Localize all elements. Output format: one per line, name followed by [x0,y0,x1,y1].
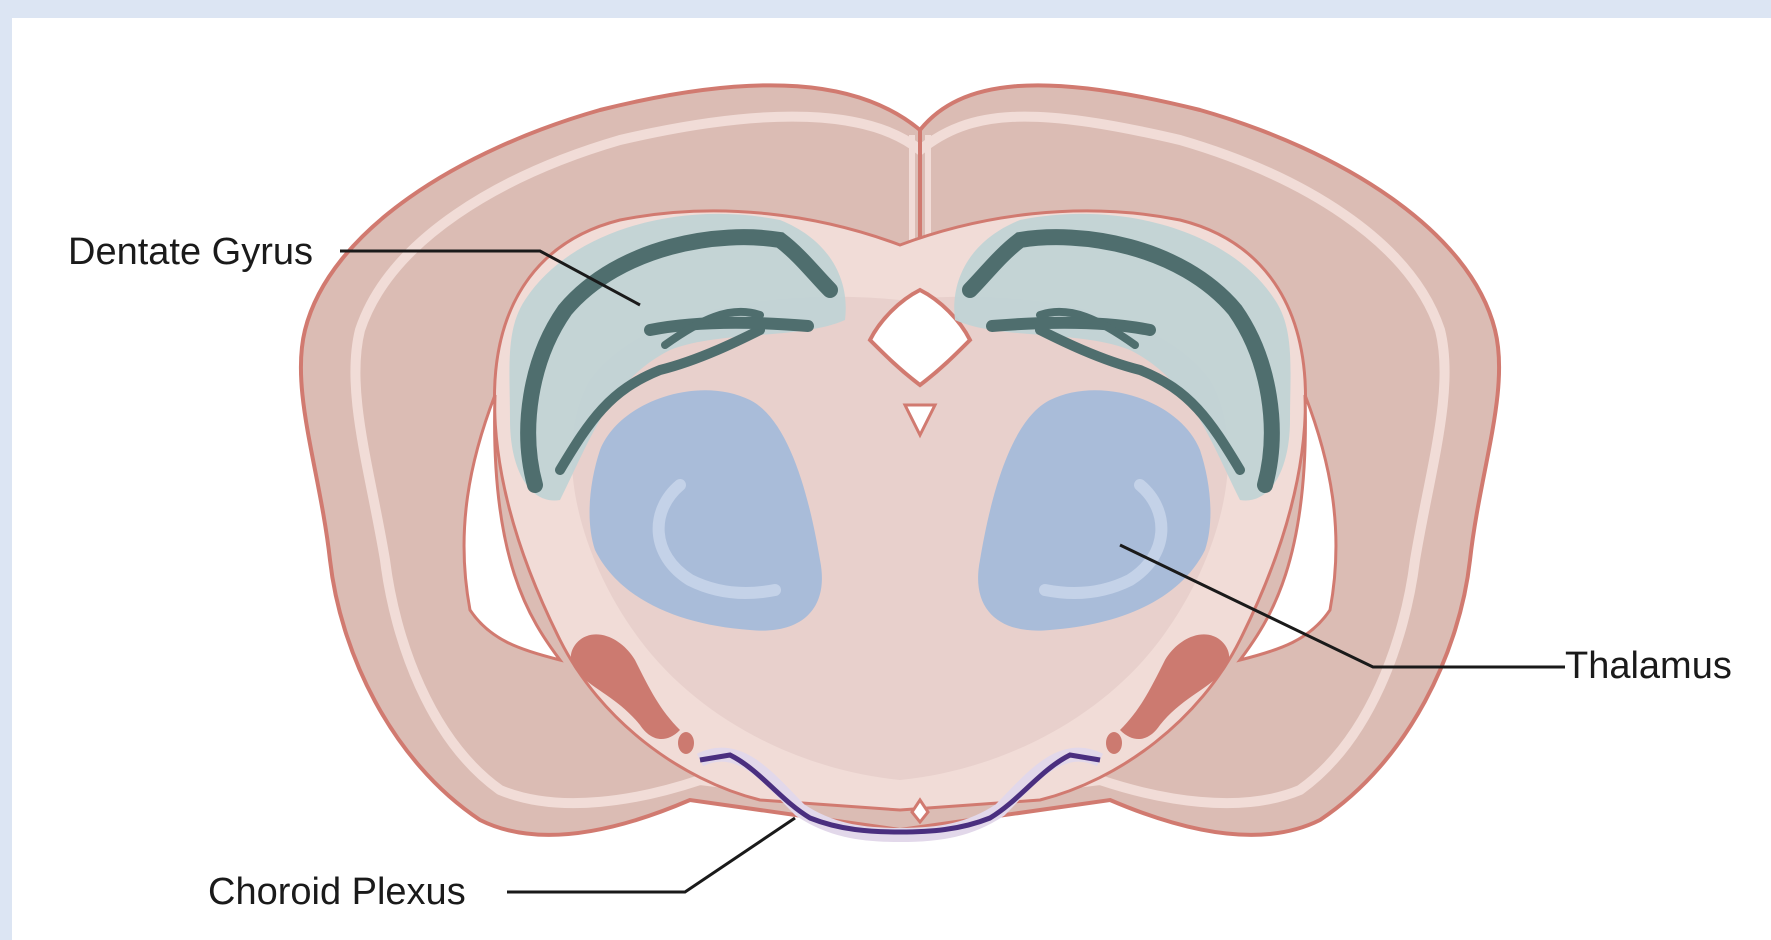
choroid-plexus-label: Choroid Plexus [208,871,466,913]
dentate-gyrus-label: Dentate Gyrus [68,231,313,273]
thalamus-label: Thalamus [1565,645,1732,687]
